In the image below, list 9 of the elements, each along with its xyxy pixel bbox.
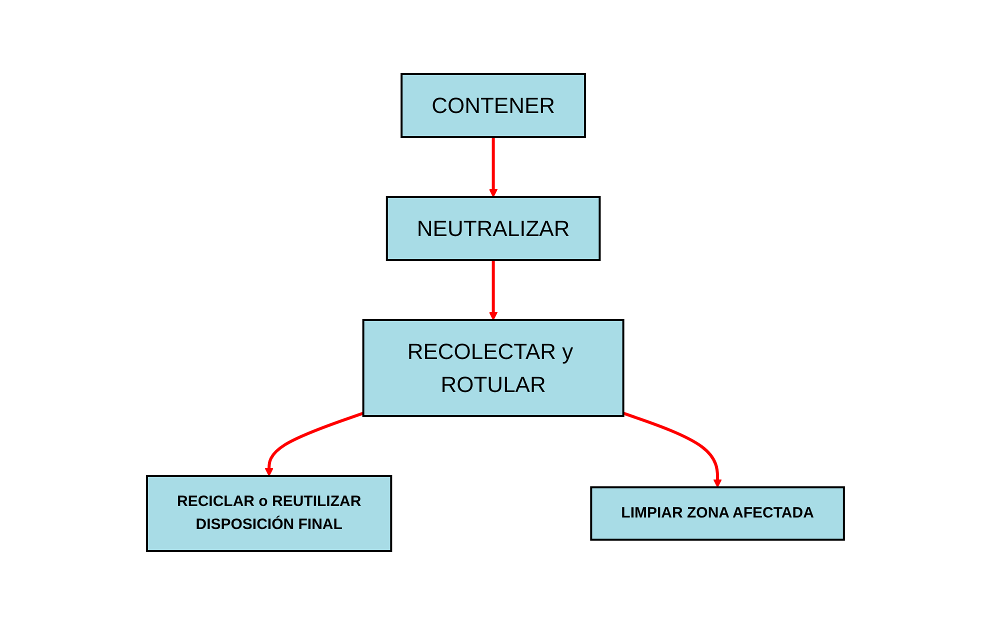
arrow <box>264 411 364 476</box>
node-box: NEUTRALIZAR <box>386 196 601 260</box>
arrow <box>488 260 498 320</box>
node-box: CONTENER <box>400 72 586 138</box>
arrow <box>622 411 722 488</box>
node-box: RECOLECTAR y ROTULAR <box>362 318 624 416</box>
arrow <box>488 136 498 197</box>
node-box: RECICLAR o REUTILIZAR DISPOSICIÓN FINAL <box>146 474 392 552</box>
node-box: LIMPIAR ZONA AFECTADA <box>590 486 845 540</box>
